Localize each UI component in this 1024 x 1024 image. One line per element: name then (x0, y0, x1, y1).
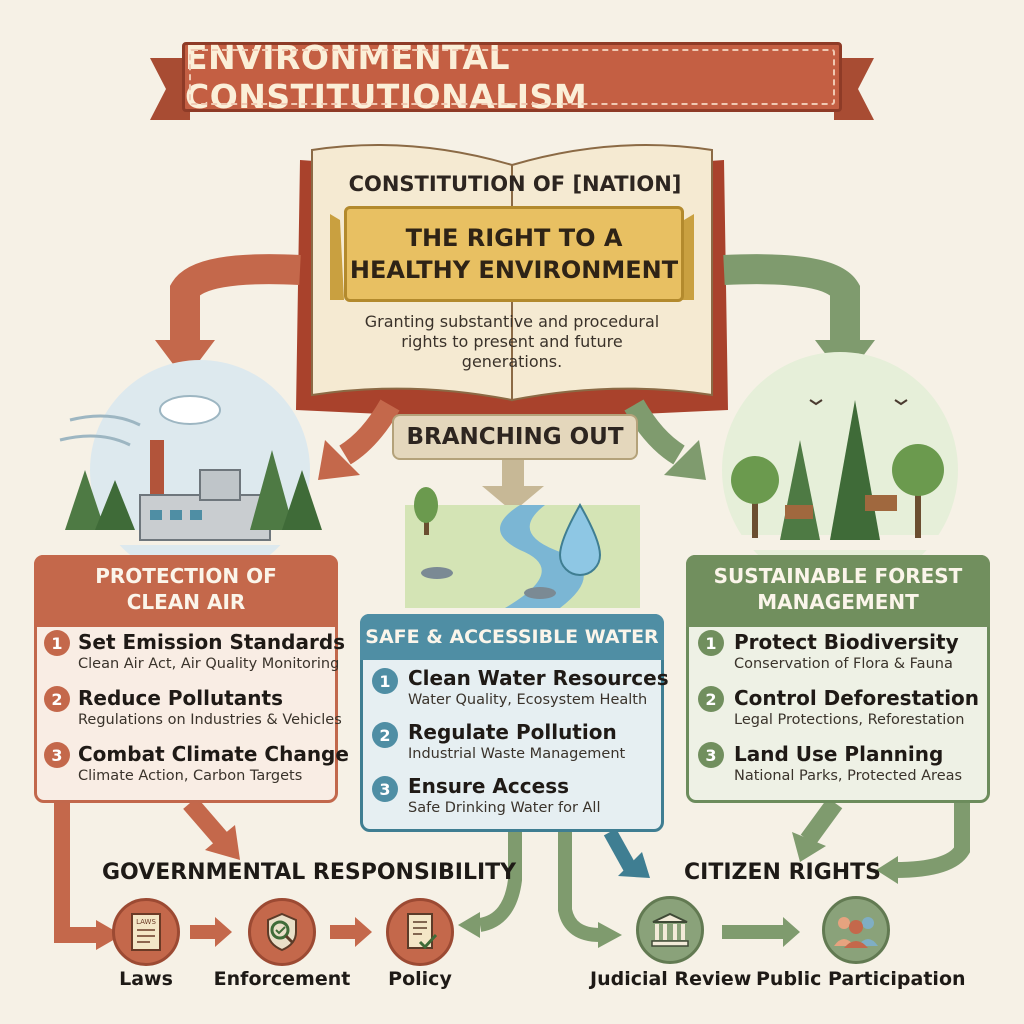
book-description: Granting substantive and procedural righ… (364, 312, 660, 371)
water-item-title: Regulate Pollution (408, 720, 617, 744)
policy-circle (386, 898, 454, 966)
title-banner: ENVIRONMENTAL CONSTITUTIONALISM (182, 38, 842, 116)
water-panel-header (360, 614, 664, 660)
branching-label-box: BRANCHING OUT (392, 414, 638, 460)
air-item-subtitle: Clean Air Act, Air Quality Monitoring (78, 656, 340, 672)
laws-label: Laws (119, 968, 173, 990)
checklist-icon (407, 913, 438, 950)
factory-scene (40, 360, 360, 580)
enforcement-label: Enforcement (213, 968, 351, 990)
air-item-title: Reduce Pollutants (78, 686, 284, 710)
clean-air-panel-header (34, 555, 338, 627)
water-item-subtitle: Industrial Waste Management (408, 746, 626, 762)
water-item-number: 3 (372, 776, 398, 802)
forest-item-number: 2 (698, 686, 724, 712)
courthouse-icon (651, 912, 689, 947)
forest-item-number: 3 (698, 742, 724, 768)
magnifier-shield-icon (267, 912, 297, 952)
forest-scene (700, 352, 1000, 588)
policy-label: Policy (388, 968, 452, 990)
forest-item-subtitle: Conservation of Flora & Fauna (734, 656, 953, 672)
air-item-subtitle: Climate Action, Carbon Targets (78, 768, 303, 784)
scroll-text: THE RIGHT TO A HEALTHY ENVIRONMENT (349, 224, 679, 284)
laws-circle: LAWS (112, 898, 180, 966)
water-item-number: 2 (372, 722, 398, 748)
air-item-number: 1 (44, 630, 70, 656)
scroll-banner: THE RIGHT TO A HEALTHY ENVIRONMENT (344, 206, 684, 302)
citizen-section-title: CITIZEN RIGHTS (684, 860, 882, 885)
air-item-subtitle: Regulations on Industries & Vehicles (78, 712, 342, 728)
judicial-review-label: Judicial Review (590, 968, 752, 990)
book-heading: CONSTITUTION OF [NATION] (348, 172, 682, 196)
forest-item-title: Protect Biodiversity (734, 630, 959, 654)
clean-air-title: PROTECTION OF CLEAN AIR (95, 564, 277, 614)
enforcement-circle (248, 898, 316, 966)
forest-item-subtitle: Legal Protections, Reforestation (734, 712, 965, 728)
river-scene (405, 487, 640, 608)
water-item-subtitle: Water Quality, Ecosystem Health (408, 692, 648, 708)
forest-item-title: Control Deforestation (734, 686, 980, 710)
participation-circle (822, 896, 890, 964)
air-item-number: 2 (44, 686, 70, 712)
page-title: ENVIRONMENTAL CONSTITUTIONALISM (185, 38, 588, 116)
public-participation-label: Public Participation (756, 968, 966, 990)
water-item-title: Clean Water Resources (408, 666, 669, 690)
scroll-document-icon: LAWS (131, 913, 161, 951)
water-item-title: Ensure Access (408, 774, 569, 798)
air-item-title: Combat Climate Change (78, 742, 349, 766)
water-item-number: 1 (372, 668, 398, 694)
forest-item-title: Land Use Planning (734, 742, 944, 766)
branching-label: BRANCHING OUT (406, 424, 624, 450)
government-section-title: GOVERNMENTAL RESPONSIBILITY (102, 860, 517, 885)
forest-title: SUSTAINABLE FOREST MANAGEMENT (713, 564, 963, 614)
air-item-number: 3 (44, 742, 70, 768)
people-group-icon (834, 917, 878, 948)
air-item-title: Set Emission Standards (78, 630, 346, 654)
forest-panel-header (686, 555, 990, 627)
laws-icon-text: LAWS (136, 918, 156, 926)
forest-item-number: 1 (698, 630, 724, 656)
water-item-subtitle: Safe Drinking Water for All (408, 800, 601, 816)
forest-item-subtitle: National Parks, Protected Areas (734, 768, 963, 784)
water-title: SAFE & ACCESSIBLE WATER (365, 626, 659, 648)
judicial-circle (636, 896, 704, 964)
